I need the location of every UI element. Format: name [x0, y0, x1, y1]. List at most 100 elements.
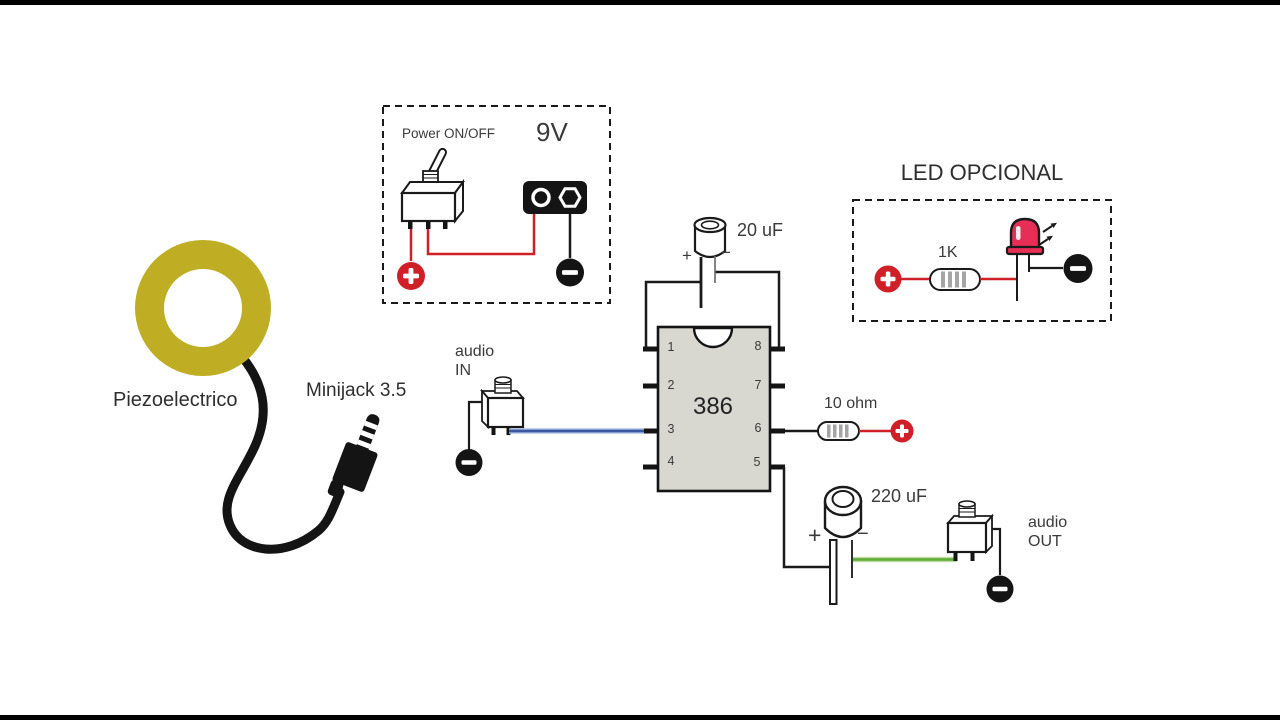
- wire-cap-minus-to-pin8: [715, 270, 781, 349]
- wire-switch-to-battery: [426, 214, 536, 256]
- power-minus-terminal: [556, 258, 584, 287]
- ic-body: [656, 325, 772, 493]
- output-resistor-branch: [785, 419, 914, 443]
- jackin-pin-right: [506, 427, 511, 435]
- ic-stub-pin1: [643, 346, 658, 352]
- minijack-plug: [327, 414, 380, 498]
- ic-stub-pin2: [643, 383, 658, 389]
- cap220-plus-leg: [829, 539, 838, 605]
- led-highlight: [1016, 226, 1021, 240]
- led-resistor-label: 1K: [938, 244, 958, 261]
- piezo-disc-hole: [164, 269, 242, 347]
- audio-out-label-line1: audio: [1028, 514, 1068, 531]
- jackin-thread: [494, 376, 512, 394]
- ic-pin-label-2: 2: [667, 378, 675, 392]
- ic-section: [643, 216, 831, 569]
- toggle-switch: [400, 147, 465, 229]
- piezo-label: Piezoelectrico: [113, 389, 238, 411]
- ic-pin-label-4: 4: [667, 454, 675, 468]
- minijack-label: Minijack 3.5: [306, 380, 407, 401]
- minijack-tip-band1: [363, 420, 378, 431]
- battery-voltage-label: 9V: [536, 117, 568, 147]
- battery-terminal-round: [531, 187, 551, 208]
- cap20-body: [693, 223, 727, 259]
- minijack-tip-band2: [360, 430, 375, 440]
- audio-out-jack: [946, 500, 1014, 603]
- cap-output-minus-sign: −: [857, 523, 869, 545]
- switch-front-face: [400, 191, 457, 223]
- cap20-top: [693, 216, 727, 234]
- minijack-body: [332, 442, 378, 492]
- switch-pin-right: [443, 221, 448, 229]
- ic-pin-label-3: 3: [667, 422, 675, 436]
- led-minus-terminal: [1063, 254, 1093, 283]
- ic-pin-label-6: 6: [754, 421, 762, 435]
- ic-pin-label-1: 1: [667, 340, 675, 354]
- cap-output-label: 220 uF: [871, 486, 928, 506]
- minijack-strain-relief: [327, 479, 344, 498]
- audio-out-minus-terminal: [986, 575, 1014, 603]
- switch-pin-left: [408, 221, 413, 229]
- audio-in-minus-terminal: [455, 449, 483, 476]
- audio-in-label-line1: audio: [455, 343, 495, 360]
- minijack-tip-band3: [356, 439, 371, 449]
- switch-pin-middle: [426, 221, 431, 229]
- audio-out-label-line2: OUT: [1028, 533, 1062, 550]
- led-emission-arrows: [1038, 222, 1057, 246]
- jackin-front-face: [486, 396, 525, 429]
- jackout-pin-right: [970, 552, 975, 561]
- battery-connector: [523, 181, 587, 214]
- ic-stub-pin6: [770, 428, 785, 434]
- wire-pin5-to-cap220: [782, 467, 831, 569]
- cap-input-minus-sign: −: [721, 243, 731, 262]
- led-indicator: [1005, 217, 1057, 301]
- power-plus-terminal: [397, 262, 425, 290]
- ic-pin-label-5: 5: [753, 455, 761, 469]
- ic-stub-pin3: [643, 428, 658, 434]
- ic-stub-pin5: [770, 464, 785, 470]
- capacitor-20uf: [693, 216, 727, 308]
- cap-input-plus-sign: +: [682, 246, 692, 265]
- led-dome: [1009, 217, 1041, 250]
- jackout-pin-left: [953, 552, 958, 561]
- piezo-cable: [222, 353, 345, 554]
- wire-pin1-to-cap-plus: [644, 280, 700, 349]
- ic-stub-pin7: [770, 383, 785, 389]
- switch-collar-ridges: [423, 173, 438, 179]
- power-section: [382, 105, 611, 304]
- cap220-top-inner: [831, 490, 855, 508]
- ic-pin-label-8: 8: [754, 339, 762, 353]
- cap-output-plus-sign: +: [808, 522, 822, 548]
- resistor-1k: [929, 268, 981, 291]
- ic-stub-pin8: [770, 346, 785, 352]
- switch-top-face: [400, 181, 465, 194]
- ic-lm386: [643, 325, 785, 493]
- capacitor-220uf: [823, 485, 957, 605]
- ic-part-number: 386: [692, 393, 734, 420]
- audio-in-label-line2: IN: [455, 362, 471, 379]
- power-dashed-box: [382, 105, 611, 304]
- ic-notch: [692, 326, 734, 349]
- ic-stub-pin4: [643, 464, 658, 470]
- output-resistor-label: 10 ohm: [824, 395, 878, 412]
- letterbox-top-bar: [0, 0, 1280, 5]
- led-plus-terminal: [874, 265, 902, 293]
- resistor-10ohm: [817, 421, 860, 441]
- power-switch-label: Power ON/OFF: [402, 126, 496, 141]
- led-dashed-box: [852, 199, 1112, 322]
- output-plus-terminal: [890, 419, 914, 443]
- cap20-top-inner: [700, 220, 720, 230]
- cap-input-label: 20 uF: [737, 220, 784, 240]
- led-flange: [1005, 245, 1045, 256]
- piezo-sensor: [135, 240, 345, 554]
- jackout-front-face: [946, 521, 988, 554]
- audio-in-jack: [455, 376, 644, 476]
- led-section: [852, 199, 1112, 322]
- letterbox-bottom-bar: [0, 715, 1280, 720]
- ic-pin-label-7: 7: [754, 378, 762, 392]
- battery-terminal-hex: [558, 187, 582, 208]
- led-box-title: LED OPCIONAL: [900, 160, 1064, 185]
- jackout-thread: [958, 500, 976, 518]
